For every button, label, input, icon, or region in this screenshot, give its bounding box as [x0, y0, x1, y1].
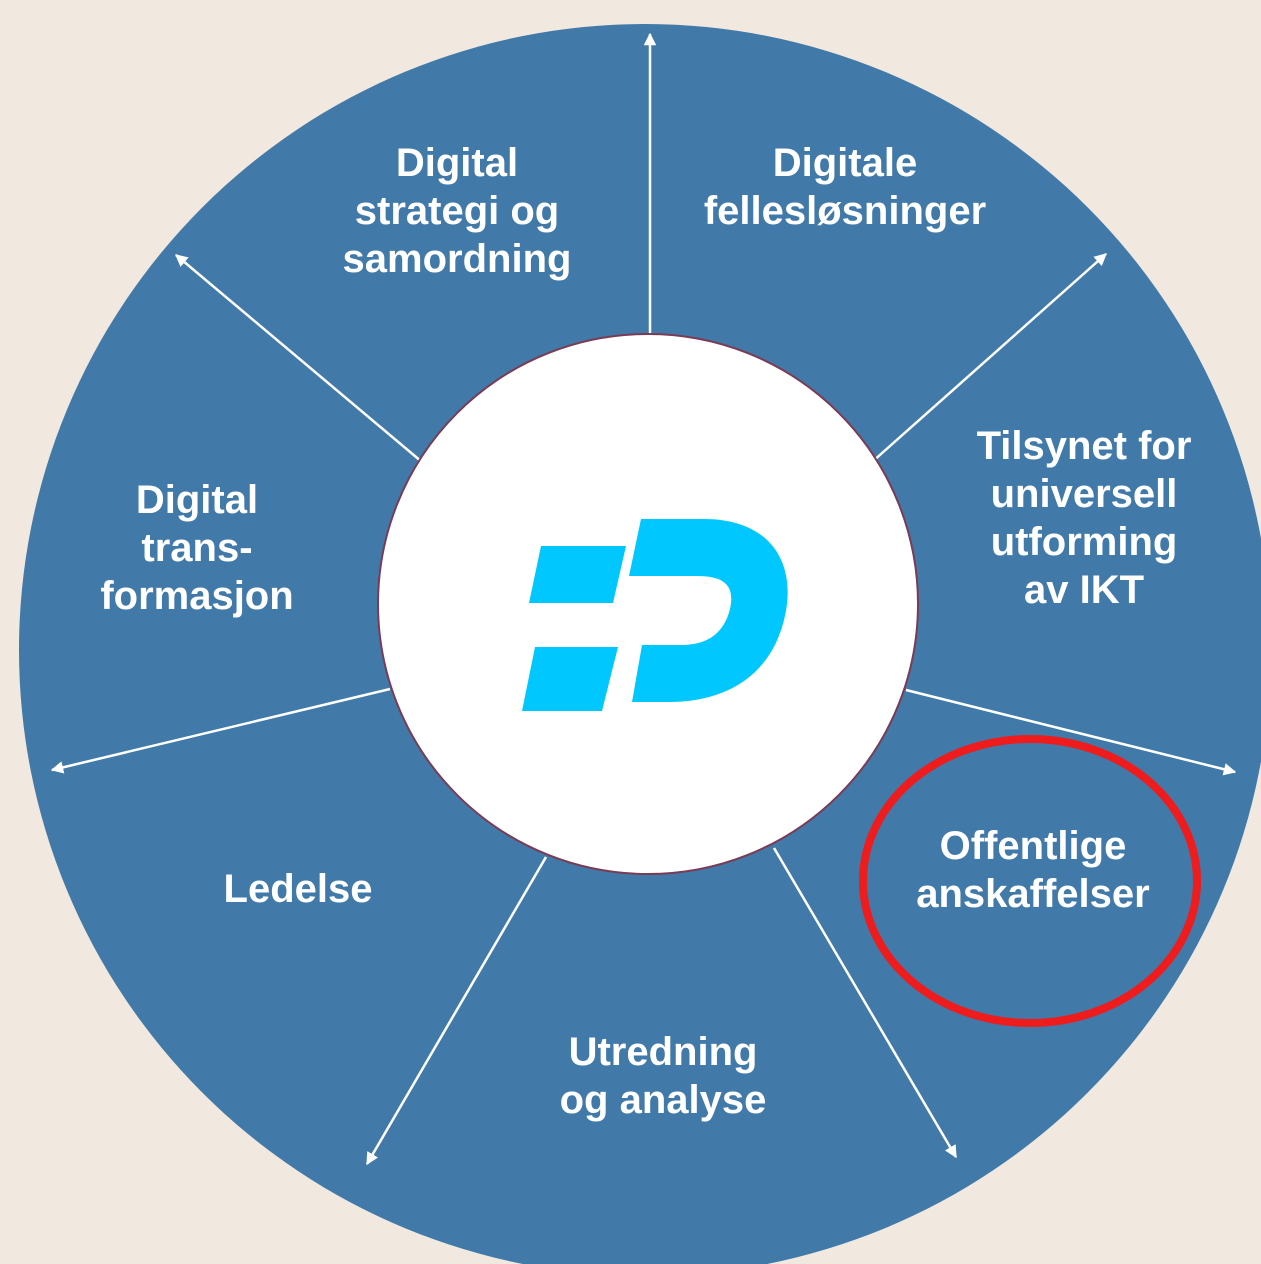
sector-label-line: trans- [141, 526, 252, 570]
divider-arrows [50, 32, 1237, 1166]
sector-label-line: og analyse [560, 1078, 767, 1122]
divider-arrow [905, 688, 1237, 776]
sector-label-line: Digital [396, 141, 518, 185]
sector-label-line: Utredning [569, 1030, 758, 1074]
sector-label-line: av IKT [1024, 568, 1144, 612]
sector-label-line: universell [991, 472, 1178, 516]
sector-label-line: formasjon [100, 574, 293, 618]
sector-label-line: utforming [991, 520, 1178, 564]
sector-label-line: Digital [136, 478, 258, 522]
sector-label-line: anskaffelser [916, 872, 1149, 916]
sector-label-line: samordning [343, 237, 572, 281]
highlight-ellipse [859, 735, 1201, 1027]
sector-label-line: Ledelse [224, 867, 373, 911]
center-circle [377, 333, 919, 875]
sector-label-line: fellesløsninger [704, 189, 986, 233]
divider-arrow [365, 856, 548, 1166]
digdir-logo [522, 519, 788, 711]
sector-label-line: Digitale [773, 141, 917, 185]
sector-label-line: Tilsynet for [977, 424, 1192, 468]
sector-label-ledelse: Ledelse [224, 867, 373, 911]
divider-arrow [772, 847, 958, 1159]
sector-label-line: strategi og [355, 189, 559, 233]
divider-arrow [50, 687, 391, 774]
divider-arrow [871, 253, 1107, 463]
sector-label-line: Offentlige [940, 824, 1127, 868]
divider-arrow [175, 254, 423, 463]
